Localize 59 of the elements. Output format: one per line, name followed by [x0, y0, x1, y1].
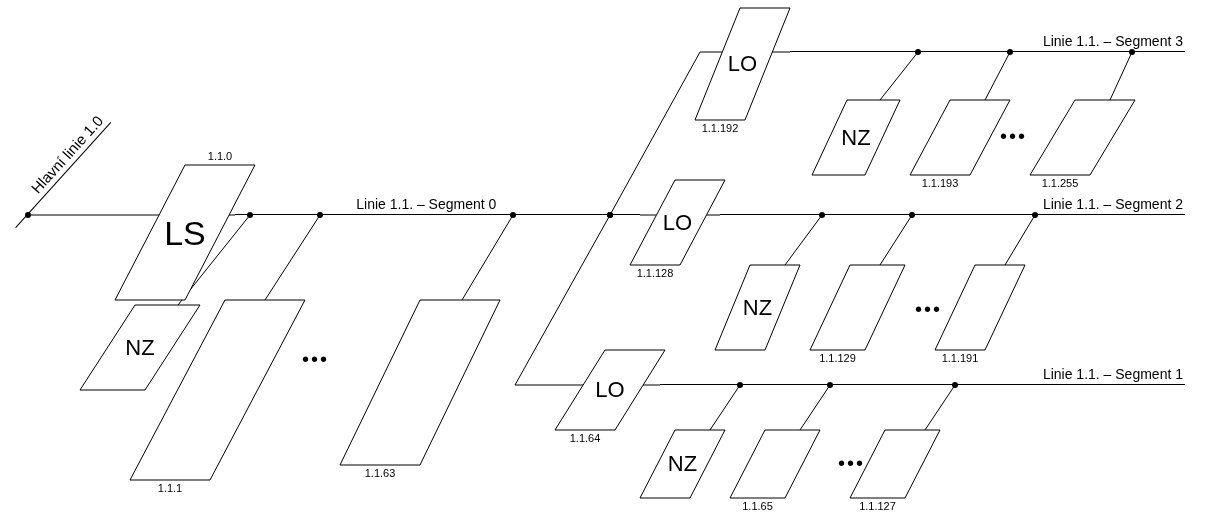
ellipsis-label: ••• — [915, 298, 942, 321]
address-label: 1.1.255 — [1041, 177, 1079, 189]
connector-line — [264, 212, 323, 301]
connector-line — [177, 212, 253, 306]
bus-device — [810, 265, 905, 350]
bus-device — [730, 430, 820, 498]
address-label: 1.1.65 — [742, 500, 773, 512]
connector-line — [705, 214, 721, 216]
bus-device — [340, 300, 500, 465]
device-label: NZ — [840, 124, 872, 151]
power-supply-device — [80, 305, 200, 390]
connector-line — [1109, 49, 1135, 101]
device-label: LO — [661, 209, 694, 236]
device-label: LO — [594, 377, 626, 403]
address-label: 1.1.193 — [921, 177, 959, 189]
connector-line — [879, 212, 915, 266]
connector-line — [1004, 212, 1038, 266]
line-repeater-device — [555, 350, 665, 430]
ellipsis-label: ••• — [302, 348, 329, 371]
connector-line — [514, 212, 613, 386]
power-supply-device — [812, 100, 900, 175]
bus-device — [1030, 100, 1135, 175]
connector-line — [642, 384, 661, 386]
device-label: NZ — [666, 451, 699, 477]
address-label: 1.1.64 — [569, 432, 601, 444]
ellipsis-label: ••• — [1000, 125, 1027, 148]
address-label: 1.1.129 — [819, 352, 856, 364]
device-label: LO — [726, 51, 759, 77]
coupler-device — [115, 165, 255, 300]
address-label: 1.1.192 — [701, 122, 739, 134]
line-repeater-device — [630, 180, 725, 265]
line-label: Linie 1.1. – Segment 3 — [1042, 33, 1183, 49]
line-label: Linie 1.1. – Segment 0 — [356, 196, 497, 212]
connector-line — [879, 49, 921, 101]
connector-line — [784, 212, 825, 266]
connector-line — [228, 214, 236, 216]
connector-line — [799, 382, 833, 431]
connector-line — [771, 51, 791, 53]
connector-line — [639, 214, 657, 216]
address-label: 1.1.1 — [157, 482, 183, 494]
power-supply-device — [640, 430, 725, 498]
device-label: NZ — [124, 334, 156, 361]
connector-line — [461, 212, 516, 301]
address-label: 1.1.63 — [364, 467, 396, 479]
address-label: 1.1.191 — [941, 352, 979, 364]
connector-line — [984, 49, 1013, 101]
line-label: Linie 1.1. – Segment 2 — [1042, 196, 1183, 212]
line-label: Linie 1.1. – Segment 1 — [1042, 366, 1183, 382]
address-label: 1.1.0 — [207, 150, 233, 162]
power-supply-device — [715, 265, 800, 350]
address-label: 1.1.127 — [859, 500, 896, 512]
address-label: 1.1.128 — [636, 267, 674, 279]
device-label: NZ — [741, 294, 774, 321]
connector-line — [709, 382, 743, 431]
connector-line — [924, 382, 958, 431]
ellipsis-label: ••• — [838, 452, 865, 475]
device-label: LS — [163, 213, 207, 252]
line-repeater-device — [695, 8, 790, 120]
connector-line — [25, 212, 160, 218]
